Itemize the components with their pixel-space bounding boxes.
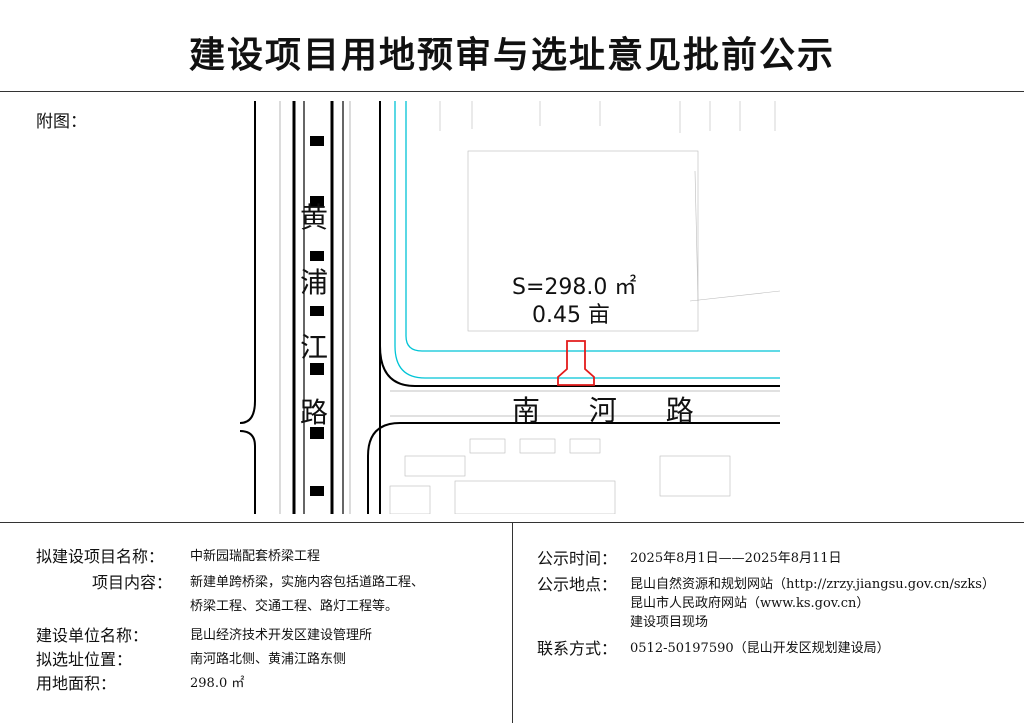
- time-value: 2025年8月1日——2025年8月11日: [630, 551, 842, 566]
- site-plan-map: S=298.0 ㎡ 0.45 亩 黄 浦 江 路 南 河 路: [239, 101, 781, 515]
- location-label: 拟选址位置：: [36, 650, 133, 669]
- place-label: 公示地点：: [537, 575, 618, 594]
- site-outline: [557, 340, 595, 386]
- figure-label: 附图：: [36, 112, 87, 132]
- horizontal-road-lines: [239, 345, 780, 514]
- project-name-label: 拟建设项目名称：: [36, 547, 165, 566]
- place-line-3: 建设项目现场: [630, 615, 709, 630]
- project-content-value: 新建单跨桥梁，实施内容包括道路工程、: [190, 575, 425, 590]
- survey-background: [389, 101, 781, 515]
- road-name-vertical-2: 浦: [300, 266, 329, 299]
- project-name-value: 中新园瑞配套桥梁工程: [190, 549, 321, 564]
- builder-value: 昆山经济技术开发区建设管理所: [190, 628, 373, 643]
- project-content-value-2: 桥梁工程、交通工程、路灯工程等。: [190, 599, 399, 614]
- road-name-vertical-3: 江: [300, 331, 329, 364]
- info-column-divider: [512, 522, 513, 723]
- builder-label: 建设单位名称：: [36, 626, 149, 645]
- site-plan-drawing: [239, 101, 781, 515]
- place-line-1: 昆山自然资源和规划网站（http://zrzy.jiangsu.gov.cn/s…: [630, 577, 995, 592]
- location-value: 南河路北侧、黄浦江路东侧: [190, 652, 347, 667]
- land-boundary-line: [394, 101, 780, 379]
- contact-label: 联系方式：: [537, 639, 618, 658]
- page-title: 建设项目用地预审与选址意见批前公示: [188, 34, 835, 76]
- area-used-value: 298.0 ㎡: [190, 676, 245, 691]
- area-used-label: 用地面积：: [36, 674, 117, 693]
- place-line-2: 昆山市人民政府网站（www.ks.gov.cn）: [630, 596, 870, 611]
- vertical-road-lines: [239, 101, 381, 514]
- title-divider: [0, 91, 1024, 92]
- area-label: S=298.0 ㎡: [512, 275, 637, 300]
- time-label: 公示时间：: [537, 549, 618, 568]
- road-markers: [310, 136, 324, 496]
- road-name-vertical-1: 黄: [300, 201, 329, 234]
- mu-label: 0.45 亩: [532, 303, 610, 328]
- project-content-label: 项目内容：: [92, 573, 173, 592]
- road-name-horizontal: 南 河 路: [512, 394, 714, 427]
- contact-value: 0512-50197590（昆山开发区规划建设局）: [630, 641, 890, 656]
- road-name-vertical-4: 路: [300, 396, 329, 429]
